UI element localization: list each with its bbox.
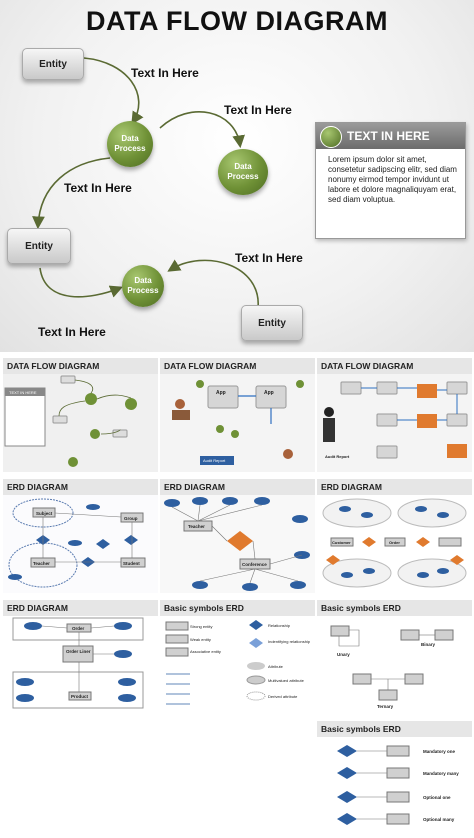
thumbnail-graphic: Order Order Liner Product bbox=[3, 616, 158, 714]
sym-mand-many: Mandatory many bbox=[423, 771, 459, 776]
flow-label-4: Text In Here bbox=[235, 251, 303, 265]
thumbnail-erd-1[interactable]: ERD DIAGRAM Subject Group Teacher Studen… bbox=[3, 479, 158, 593]
hero-diagram: DATA FLOW DIAGRAM Entity Entity Entity D… bbox=[0, 0, 474, 352]
page-title: DATA FLOW DIAGRAM bbox=[86, 6, 388, 36]
sym-derived: Derived attribute bbox=[268, 694, 298, 699]
data-process-1: Data Process bbox=[107, 121, 153, 167]
sym-assoc: Associative entity bbox=[190, 649, 221, 654]
thumb-app-1: App bbox=[216, 390, 226, 396]
flow-arrows bbox=[32, 57, 259, 309]
thumb-app-2: App bbox=[264, 390, 274, 396]
sym-ternary: Ternary bbox=[377, 704, 394, 709]
sym-rel: Relationship bbox=[268, 623, 291, 628]
entity-box-1: Entity bbox=[22, 48, 84, 80]
thumbnail-title: ERD DIAGRAM bbox=[160, 479, 315, 495]
thumbnail-erd-2[interactable]: ERD DIAGRAM Teacher Conference bbox=[160, 479, 315, 593]
flow-label-2: Text In Here bbox=[224, 103, 292, 117]
thumbnail-graphic: App App Audit Report bbox=[160, 374, 315, 472]
sym-opt-many: Optional many bbox=[423, 817, 455, 822]
flow-arrow-2 bbox=[159, 111, 245, 149]
flow-label-5: Text In Here bbox=[38, 325, 106, 339]
thumb-audit: Audit Report bbox=[203, 458, 226, 463]
thumbnail-dfd-2[interactable]: DATA FLOW DIAGRAM App App Audit Report bbox=[160, 358, 315, 472]
data-process-3: Data Process bbox=[122, 265, 164, 307]
thumbnail-graphic: Mandatory one Mandatory many Optional on… bbox=[317, 737, 472, 835]
sym-attr: Attribute bbox=[268, 664, 284, 669]
thumb-customer: Customer bbox=[332, 540, 351, 545]
thumbnail-erd-3[interactable]: ERD DIAGRAM Customer Order bbox=[317, 479, 472, 593]
thumb-student: Student bbox=[123, 561, 140, 566]
entity-box-2: Entity bbox=[7, 228, 71, 264]
thumbnail-dfd-1[interactable]: DATA FLOW DIAGRAM TEXT IN HERE bbox=[3, 358, 158, 472]
thumbnail-title: ERD DIAGRAM bbox=[3, 600, 158, 616]
thumb-order-liner: Order Liner bbox=[66, 649, 91, 654]
sym-strong: Strong entity bbox=[190, 624, 212, 629]
sym-unary: Unary bbox=[337, 652, 350, 657]
thumb-order: Order bbox=[389, 540, 400, 545]
thumbnail-title: DATA FLOW DIAGRAM bbox=[160, 358, 315, 374]
thumbnail-title: Basic symbols ERD bbox=[317, 721, 472, 737]
thumb-audit-3: Audit Report bbox=[325, 454, 350, 459]
flow-label-3: Text In Here bbox=[64, 181, 132, 195]
thumbnail-title: Basic symbols ERD bbox=[317, 600, 472, 616]
thumbnail-graphic: Customer Order bbox=[317, 495, 472, 593]
sym-opt-one: Optional one bbox=[423, 795, 451, 800]
sym-binary: Binary bbox=[421, 642, 436, 647]
flow-arrow-1 bbox=[83, 57, 144, 125]
thumbnail-symbols-1[interactable]: Basic symbols ERD Strong entity Weak ent… bbox=[160, 600, 315, 714]
thumbnail-graphic: TEXT IN HERE bbox=[3, 374, 158, 472]
sym-weak: Weak entity bbox=[190, 637, 211, 642]
thumbnail-graphic: Strong entity Weak entity Associative en… bbox=[160, 616, 315, 714]
text-callout-title: TEXT IN HERE bbox=[347, 129, 430, 143]
entity-box-3: Entity bbox=[241, 305, 303, 341]
thumb-product: Product bbox=[71, 694, 89, 699]
thumbnail-title: Basic symbols ERD bbox=[160, 600, 315, 616]
thumb-text-callout: TEXT IN HERE bbox=[9, 390, 37, 395]
thumb-order-2: Order bbox=[72, 626, 85, 631]
thumbnail-title: ERD DIAGRAM bbox=[317, 479, 472, 495]
thumbnail-graphic: Unary Binary Ternary bbox=[317, 616, 472, 714]
thumb-subject: Subject bbox=[36, 511, 53, 516]
thumbnail-dfd-3[interactable]: DATA FLOW DIAGRAM Audit Report bbox=[317, 358, 472, 472]
thumbnail-graphic: Subject Group Teacher Student bbox=[3, 495, 158, 593]
text-callout-header: TEXT IN HERE bbox=[316, 123, 465, 149]
thumbnail-title: DATA FLOW DIAGRAM bbox=[3, 358, 158, 374]
thumbnail-title: ERD DIAGRAM bbox=[3, 479, 158, 495]
thumb-teacher: Teacher bbox=[33, 561, 50, 566]
sym-idrel: Indentifying relationship bbox=[268, 639, 311, 644]
green-circle-icon bbox=[320, 126, 342, 148]
thumb-group: Group bbox=[124, 516, 138, 521]
thumb-conference: Conference bbox=[242, 562, 267, 567]
data-process-2: Data Process bbox=[218, 149, 268, 195]
flow-label-1: Text In Here bbox=[131, 66, 199, 80]
text-callout-body: Lorem ipsum dolor sit amet, consetetur s… bbox=[328, 155, 457, 204]
flow-arrow-4 bbox=[39, 267, 123, 298]
text-callout: TEXT IN HERE Lorem ipsum dolor sit amet,… bbox=[315, 122, 466, 239]
thumbnail-symbols-2[interactable]: Basic symbols ERD Unary Binary Ternary bbox=[317, 600, 472, 714]
sym-multi: Multivalued attribute bbox=[268, 678, 305, 683]
sym-mand-one: Mandatory one bbox=[423, 749, 456, 754]
thumbnail-graphic: Teacher Conference bbox=[160, 495, 315, 593]
thumbnail-symbols-3[interactable]: Basic symbols ERD Mandatory one Mandator… bbox=[317, 721, 472, 835]
thumbnail-title: DATA FLOW DIAGRAM bbox=[317, 358, 472, 374]
flow-arrow-5 bbox=[167, 259, 259, 309]
thumb-teacher-2: Teacher bbox=[188, 524, 205, 529]
thumbnail-graphic: Audit Report bbox=[317, 374, 472, 472]
flow-arrow-3 bbox=[32, 157, 111, 230]
thumbnail-erd-4[interactable]: ERD DIAGRAM Order Order Liner Product bbox=[3, 600, 158, 714]
